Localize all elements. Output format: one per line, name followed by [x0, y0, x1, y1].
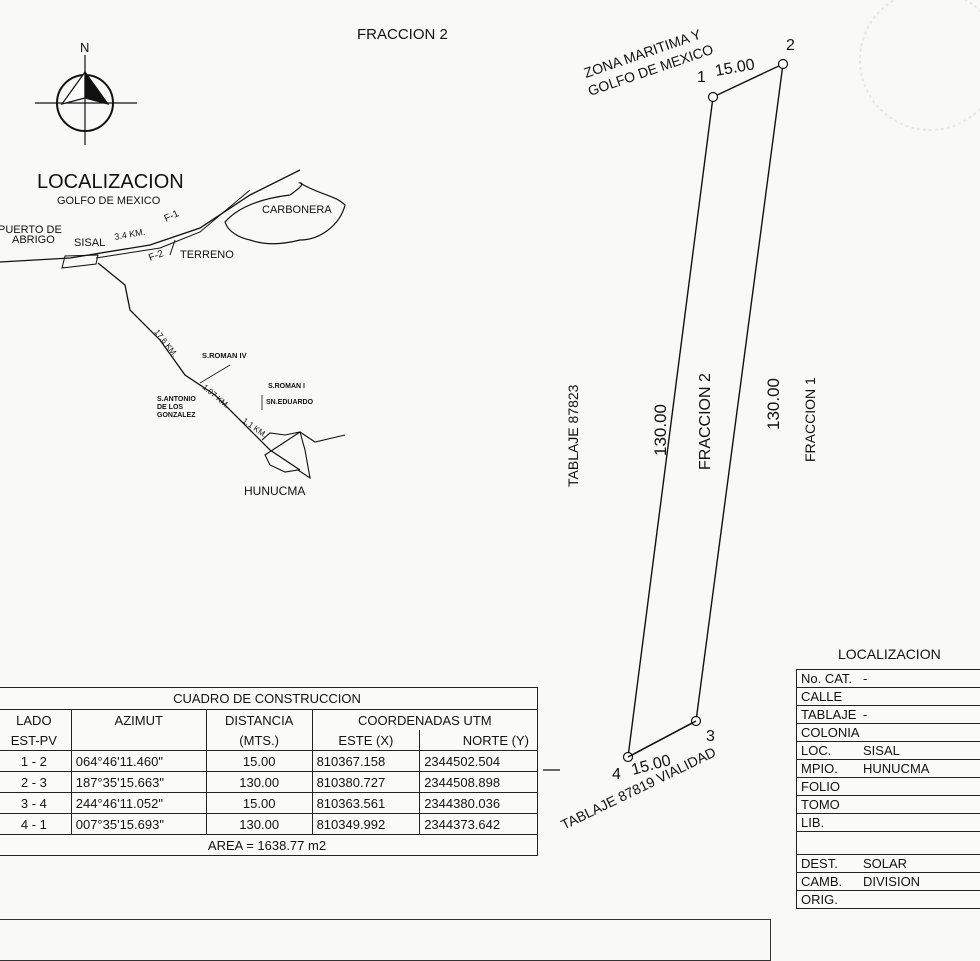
right-length: 130.00: [764, 378, 783, 430]
construction-table-title: CUADRO DE CONSTRUCCION: [0, 688, 538, 710]
svg-text:TERRENO: TERRENO: [180, 249, 234, 261]
svg-text:SN.EDUARDO: SN.EDUARDO: [266, 399, 314, 406]
table-row: 1 - 2 064°46'11.460" 15.00 810367.158 23…: [0, 751, 538, 772]
locator-title: LOCALIZACION: [37, 171, 184, 193]
svg-text:S.ROMAN IV: S.ROMAN IV: [202, 351, 247, 360]
header-azimut: AZIMUT: [71, 710, 206, 731]
svg-text:17.6 KM.: 17.6 KM.: [152, 328, 179, 359]
vertex-1-label: 1: [697, 69, 706, 86]
top-length: 15.00: [714, 56, 756, 80]
locator-map: LOCALIZACION GOLFO DE MEXICO CARBONERA P…: [0, 170, 345, 498]
stamp-seal: [860, 0, 980, 130]
svg-text:N: N: [80, 40, 89, 55]
west-neighbor-label: TABLAJE 87823: [565, 384, 581, 487]
header-lado: LADO: [0, 710, 71, 731]
svg-text:S.ROMAN I: S.ROMAN I: [268, 383, 305, 390]
road-to-hunucma: [98, 263, 300, 470]
town-hunucma: [262, 432, 345, 478]
table-row: No. CAT.-: [797, 670, 980, 688]
left-length: 130.00: [651, 404, 670, 456]
table-row: CALLE: [797, 688, 980, 706]
construction-table: CUADRO DE CONSTRUCCION LADO AZIMUT DISTA…: [0, 687, 538, 856]
header-distancia: DISTANCIA: [206, 710, 312, 731]
south-neighbor-label: TABLAJE 87819 VIALIDAD: [558, 744, 718, 833]
table-row: TOMO: [797, 796, 980, 814]
table-row: MPIO.HUNUCMA: [797, 760, 980, 778]
locator-subtitle: GOLFO DE MEXICO: [57, 195, 161, 207]
north-arrow-icon: N: [35, 40, 137, 145]
table-row: CAMB.DIVISION: [797, 873, 980, 891]
inner-label: FRACCION 2: [697, 373, 714, 470]
table-row: COLONIA: [797, 724, 980, 742]
svg-text:F-2: F-2: [147, 248, 165, 264]
vertex-3-label: 3: [706, 728, 715, 745]
svg-text:ABRIGO: ABRIGO: [12, 234, 55, 246]
notes-box: [0, 919, 771, 961]
svg-text:SISAL: SISAL: [74, 237, 105, 249]
svg-text:1.97 KM.: 1.97 KM.: [201, 383, 231, 410]
table-row: [797, 832, 980, 855]
svg-text:1.1 KM.: 1.1 KM.: [241, 416, 269, 439]
table-row: LOC.SISAL: [797, 742, 980, 760]
table-row: 2 - 3 187°35'15.663" 130.00 810380.727 2…: [0, 772, 538, 793]
localizacion-table: No. CAT.- CALLE TABLAJE- COLONIA LOC.SIS…: [796, 669, 980, 909]
svg-text:S.ANTONIO: S.ANTONIO: [157, 396, 196, 403]
table-row: LIB.: [797, 814, 980, 832]
svg-text:HUNUCMA: HUNUCMA: [244, 484, 305, 498]
localizacion-table-title: LOCALIZACION: [838, 646, 941, 662]
header-mts: (MTS.): [206, 730, 312, 751]
svg-text:3.4 KM.: 3.4 KM.: [114, 227, 146, 242]
table-row: DEST.SOLAR: [797, 855, 980, 873]
svg-text:F-1: F-1: [163, 208, 182, 224]
table-row: 4 - 1 007°35'15.693" 130.00 810349.992 2…: [0, 814, 538, 835]
table-row: FOLIO: [797, 778, 980, 796]
area-total: AREA = 1638.77 m2: [0, 835, 538, 856]
east-neighbor-label: FRACCION 1: [802, 377, 818, 462]
header-norte: NORTE (Y): [420, 730, 538, 751]
svg-text:DE LOS: DE LOS: [157, 404, 183, 411]
header-est-pv: EST-PV: [0, 730, 71, 751]
table-row: ORIG.: [797, 891, 980, 909]
vertex-2-marker: [779, 60, 788, 69]
header-coordenadas: COORDENADAS UTM: [312, 710, 537, 731]
title-fraccion-2: FRACCION 2: [357, 26, 448, 43]
svg-text:CARBONERA: CARBONERA: [262, 204, 332, 216]
table-row: TABLAJE-: [797, 706, 980, 724]
vertex-2-label: 2: [786, 37, 795, 54]
svg-text:GONZALEZ: GONZALEZ: [157, 412, 196, 419]
vertex-1-marker: [709, 93, 718, 102]
header-este: ESTE (X): [312, 730, 420, 751]
table-row: 3 - 4 244°46'11.052" 15.00 810363.561 23…: [0, 793, 538, 814]
vertex-4-label: 4: [612, 766, 621, 783]
